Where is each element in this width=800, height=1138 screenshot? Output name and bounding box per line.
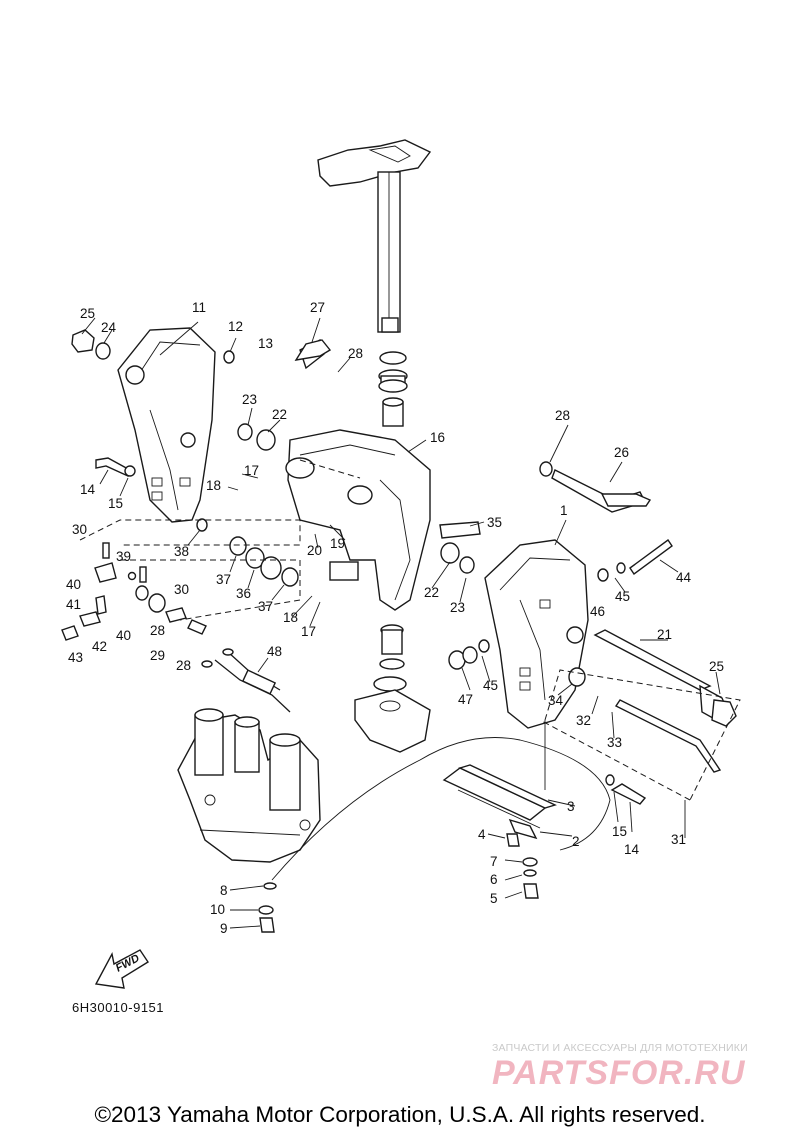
callout: 17 [244, 463, 259, 478]
callout: 25 [709, 659, 724, 674]
ground-wire [271, 737, 611, 881]
tilt-lever-assembly [61, 519, 301, 641]
callout: 36 [236, 586, 251, 601]
callout: 32 [576, 713, 591, 728]
callout: 20 [307, 543, 322, 558]
callout: 15 [108, 496, 123, 511]
callout: 35 [487, 515, 502, 530]
callout: 3 [567, 799, 575, 814]
callout: 11 [192, 300, 206, 315]
callout: 7 [490, 854, 498, 869]
tilt-rod-frame [539, 669, 741, 801]
callout: 44 [676, 570, 692, 585]
callout: 39 [116, 549, 131, 564]
callout-labels: 1 2 3 4 5 6 7 8 9 10 11 12 13 14 14 15 1… [66, 300, 724, 936]
hose-set [201, 648, 291, 713]
callout: 5 [490, 891, 498, 906]
through-tube [593, 629, 729, 723]
callout: 23 [450, 600, 465, 615]
callout: 26 [614, 445, 629, 460]
callout: 31 [671, 832, 686, 847]
callout: 37 [216, 572, 231, 587]
bottom-fasteners [258, 833, 539, 933]
callout: 6 [490, 872, 498, 887]
callout: 28 [348, 346, 363, 361]
clamp-bracket-left [117, 327, 216, 523]
callout: 14 [624, 842, 640, 857]
tilt-lock-lever [294, 339, 652, 507]
callout: 28 [150, 623, 165, 638]
callout: 46 [590, 604, 605, 619]
callout: 45 [483, 678, 498, 693]
leader-lines [81, 317, 721, 929]
callout: 1 [560, 503, 568, 518]
callout: 28 [176, 658, 191, 673]
callout: 30 [72, 522, 87, 537]
watermark-subtitle: ЗАПЧАСТИ И АКСЕССУАРЫ ДЛЯ МОТОТЕХНИКИ [492, 1042, 748, 1054]
anode-plate [442, 764, 557, 840]
callout: 38 [174, 544, 189, 559]
callout: 37 [258, 599, 273, 614]
callout: 42 [92, 639, 107, 654]
clamp-bracket-right [484, 539, 589, 729]
callout: 15 [612, 824, 627, 839]
watermark-logo: PARTSFOR.RU [492, 1054, 746, 1092]
callout: 10 [210, 902, 225, 917]
callout: 22 [424, 585, 439, 600]
callout: 19 [330, 536, 345, 551]
callout: 13 [258, 336, 273, 351]
callout: 30 [174, 582, 189, 597]
callout: 25 [80, 306, 95, 321]
callout: 9 [220, 921, 228, 936]
callout: 14 [80, 482, 96, 497]
callout: 12 [228, 319, 243, 334]
callout: 23 [242, 392, 257, 407]
callout: 16 [430, 430, 445, 445]
callout: 27 [310, 300, 325, 315]
copyright-notice: ©2013 Yamaha Motor Corporation, U.S.A. A… [94, 1102, 706, 1127]
callout: 34 [548, 693, 564, 708]
tilt-trim-unit [177, 708, 321, 863]
callout: 40 [116, 628, 131, 643]
steering-shaft [317, 139, 432, 333]
swivel-bracket [285, 429, 431, 611]
callout: 24 [101, 320, 117, 335]
callout: 17 [301, 624, 316, 639]
steering-yoke-lower [354, 624, 431, 753]
callout: 45 [615, 589, 630, 604]
washers [71, 329, 737, 786]
callout: 29 [150, 648, 165, 663]
callout: 28 [555, 408, 570, 423]
callout: 47 [458, 692, 473, 707]
callout: 40 [66, 577, 81, 592]
diagram-code: 6H30010-9151 [72, 1000, 165, 1015]
fwd-arrow-icon: FWD [94, 949, 149, 989]
callout: 4 [478, 827, 486, 842]
callout: 43 [68, 650, 83, 665]
callout: 48 [267, 644, 282, 659]
callout: 33 [607, 735, 622, 750]
callout: 22 [272, 407, 287, 422]
callout: 2 [572, 834, 580, 849]
callout: 41 [66, 597, 81, 612]
callout: 8 [220, 883, 228, 898]
callout: 18 [283, 610, 298, 625]
callout: 21 [657, 627, 672, 642]
callout: 18 [206, 478, 221, 493]
